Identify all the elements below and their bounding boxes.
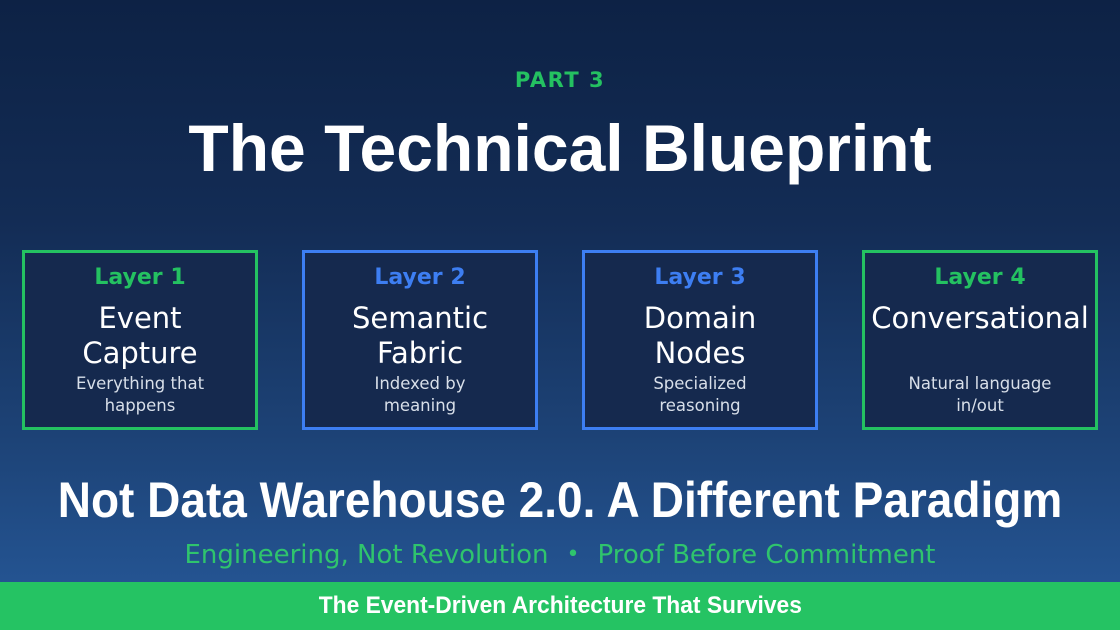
layer-4-subtitle: Natural language in/out — [908, 374, 1052, 415]
kicker: PART 3 — [514, 68, 606, 92]
layer-4-label: Layer 4 — [934, 265, 1026, 290]
layer-card-3: Layer 3 Domain Nodes Specialized reasoni… — [582, 250, 818, 430]
layer-2-title: Semantic Fabric — [351, 301, 489, 370]
layer-4-title: Conversational — [871, 301, 1089, 335]
footer-banner: The Event-Driven Architecture That Survi… — [0, 582, 1120, 630]
layer-1-subtitle: Everything that happens — [75, 374, 205, 415]
layer-3-label: Layer 3 — [654, 265, 746, 290]
tagline-right: Proof Before Commitment — [597, 540, 936, 570]
tagline: Engineering, Not Revolution • Proof Before… — [0, 540, 1120, 570]
footer-text: The Event-Driven Architecture That Survi… — [318, 592, 802, 619]
layer-2-subtitle: Indexed by meaning — [374, 374, 466, 415]
layer-1-label: Layer 1 — [94, 265, 186, 290]
layer-1-title: Event Capture — [82, 301, 198, 370]
statement-heading: Not Data Warehouse 2.0. A Different Para… — [57, 472, 1063, 528]
layer-3-title: Domain Nodes — [643, 301, 757, 370]
layer-2-label: Layer 2 — [374, 265, 466, 290]
page-title: The Technical Blueprint — [188, 111, 932, 185]
tagline-left: Engineering, Not Revolution — [184, 540, 549, 570]
layer-card-2: Layer 2 Semantic Fabric Indexed by meani… — [302, 250, 538, 430]
layer-card-4: Layer 4 Conversational Natural language … — [862, 250, 1098, 430]
layer-3-subtitle: Specialized reasoning — [653, 374, 747, 415]
layers-row: Layer 1 Event Capture Everything that ha… — [22, 250, 1098, 430]
bullet-separator: • — [566, 542, 580, 567]
layer-card-1: Layer 1 Event Capture Everything that ha… — [22, 250, 258, 430]
